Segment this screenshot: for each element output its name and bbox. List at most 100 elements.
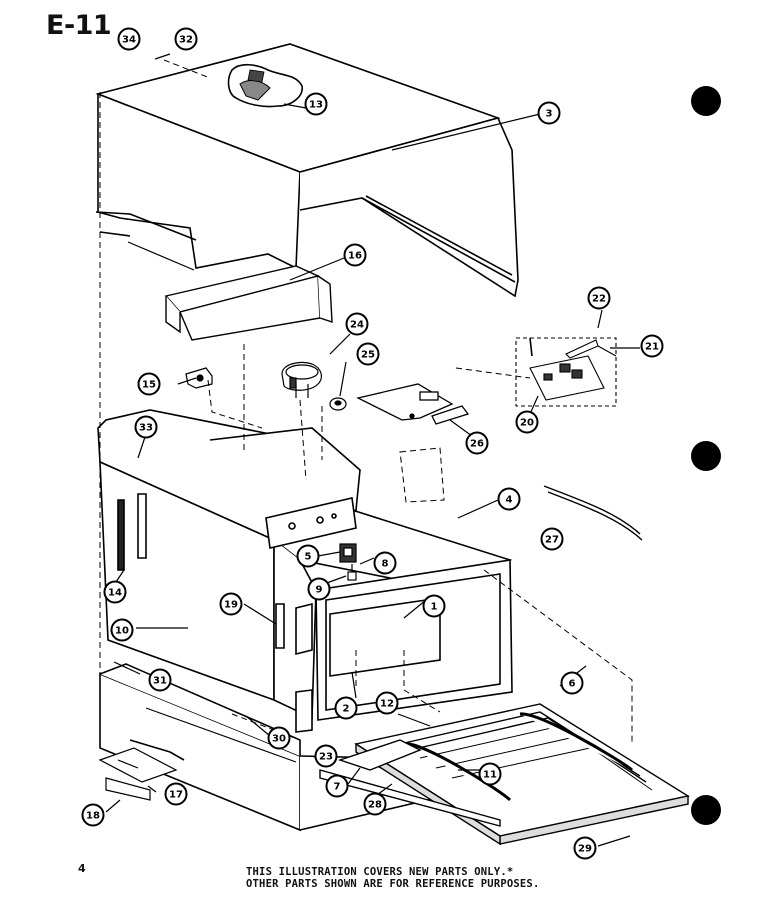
index-tab-marks xyxy=(691,86,721,825)
callout-17: 17 xyxy=(164,782,188,806)
callout-27: 27 xyxy=(540,527,564,551)
callout-circle xyxy=(334,696,358,720)
callout-13: 13 xyxy=(304,92,328,116)
callout-label: 24 xyxy=(350,320,364,331)
control-shield xyxy=(164,265,333,341)
callout-20: 20 xyxy=(515,410,539,434)
callout-label: 2 xyxy=(343,704,350,715)
callout-label: 20 xyxy=(520,418,534,429)
callout-5: 5 xyxy=(296,544,320,568)
callout-label: 19 xyxy=(224,600,238,611)
sheet-id: E-11 xyxy=(46,10,112,41)
callout-2: 2 xyxy=(334,696,358,720)
callout-circle xyxy=(375,691,399,715)
callout-circle xyxy=(356,342,380,366)
callout-circle xyxy=(343,243,367,267)
callout-24: 24 xyxy=(345,312,369,336)
callout-label: 21 xyxy=(645,342,659,353)
callout-1: 1 xyxy=(422,594,446,618)
callout-label: 29 xyxy=(578,844,592,855)
callout-circle xyxy=(110,618,134,642)
callout-14: 14 xyxy=(103,580,127,604)
callout-26: 26 xyxy=(465,431,489,455)
callout-circle xyxy=(345,312,369,336)
bracket-plate-26 xyxy=(356,383,470,425)
callout-31: 31 xyxy=(148,668,172,692)
callout-circle xyxy=(587,286,611,310)
callout-22: 22 xyxy=(587,286,611,310)
callout-6: 6 xyxy=(560,671,584,695)
cabinet-cover xyxy=(95,43,519,298)
callout-circle xyxy=(422,594,446,618)
callout-11: 11 xyxy=(478,762,502,786)
callout-circle xyxy=(573,836,597,860)
footer-line-1: THIS ILLUSTRATION COVERS NEW PARTS ONLY.… xyxy=(246,866,514,878)
callout-34: 34 xyxy=(117,27,141,51)
callout-circle xyxy=(640,334,664,358)
callout-23: 23 xyxy=(314,744,338,768)
callout-label: 7 xyxy=(334,782,341,793)
circuit-board-assembly xyxy=(515,337,617,407)
callout-label: 12 xyxy=(380,699,394,710)
oven-chassis xyxy=(97,409,513,733)
callout-label: 13 xyxy=(309,100,323,111)
callout-label: 8 xyxy=(382,559,389,570)
callout-circle xyxy=(560,671,584,695)
callout-30: 30 xyxy=(267,726,291,750)
callout-circle xyxy=(537,101,561,125)
callout-label: 30 xyxy=(272,734,286,745)
hidden-lines xyxy=(99,59,633,744)
callout-label: 1 xyxy=(431,602,438,613)
callout-circle xyxy=(81,803,105,827)
callout-label: 23 xyxy=(319,752,333,763)
callout-label: 6 xyxy=(569,679,576,690)
door-rack-assembly xyxy=(319,703,690,846)
page-number: 4 xyxy=(78,862,86,875)
footer-line-2: OTHER PARTS SHOWN ARE FOR REFERENCE PURP… xyxy=(246,878,540,890)
callout-19: 19 xyxy=(219,592,243,616)
callout-label: 10 xyxy=(115,626,129,637)
callout-circle xyxy=(219,592,243,616)
callout-8: 8 xyxy=(373,551,397,575)
callout-9: 9 xyxy=(307,577,331,601)
callout-circle xyxy=(174,27,198,51)
callout-4: 4 xyxy=(497,487,521,511)
callout-label: 11 xyxy=(483,770,497,781)
callout-circle xyxy=(267,726,291,750)
callout-circle xyxy=(296,544,320,568)
callout-circle xyxy=(465,431,489,455)
callout-12: 12 xyxy=(375,691,399,715)
callout-label: 28 xyxy=(368,800,382,811)
callout-circle xyxy=(497,487,521,511)
callout-label: 33 xyxy=(139,423,153,434)
callout-18: 18 xyxy=(81,803,105,827)
callout-label: 25 xyxy=(361,350,375,361)
callout-circle xyxy=(137,372,161,396)
callout-28: 28 xyxy=(363,792,387,816)
callout-label: 17 xyxy=(169,790,183,801)
callout-29: 29 xyxy=(573,836,597,860)
callout-10: 10 xyxy=(110,618,134,642)
callout-3: 3 xyxy=(537,101,561,125)
callout-circle xyxy=(117,27,141,51)
callout-label: 4 xyxy=(506,495,513,506)
callout-33: 33 xyxy=(134,415,158,439)
callout-label: 26 xyxy=(470,439,484,450)
callout-circle xyxy=(540,527,564,551)
footer-note: THIS ILLUSTRATION COVERS NEW PARTS ONLY.… xyxy=(246,866,706,890)
callout-circle xyxy=(478,762,502,786)
callout-25: 25 xyxy=(356,342,380,366)
callout-circle xyxy=(164,782,188,806)
callout-circle xyxy=(103,580,127,604)
callout-circle xyxy=(148,668,172,692)
callout-label: 27 xyxy=(545,535,559,546)
callout-label: 31 xyxy=(153,676,167,687)
callout-circle xyxy=(363,792,387,816)
callout-circle xyxy=(134,415,158,439)
callout-label: 9 xyxy=(316,585,323,596)
callout-15: 15 xyxy=(137,372,161,396)
interlock-switch-5 xyxy=(339,543,357,581)
callout-circle xyxy=(515,410,539,434)
